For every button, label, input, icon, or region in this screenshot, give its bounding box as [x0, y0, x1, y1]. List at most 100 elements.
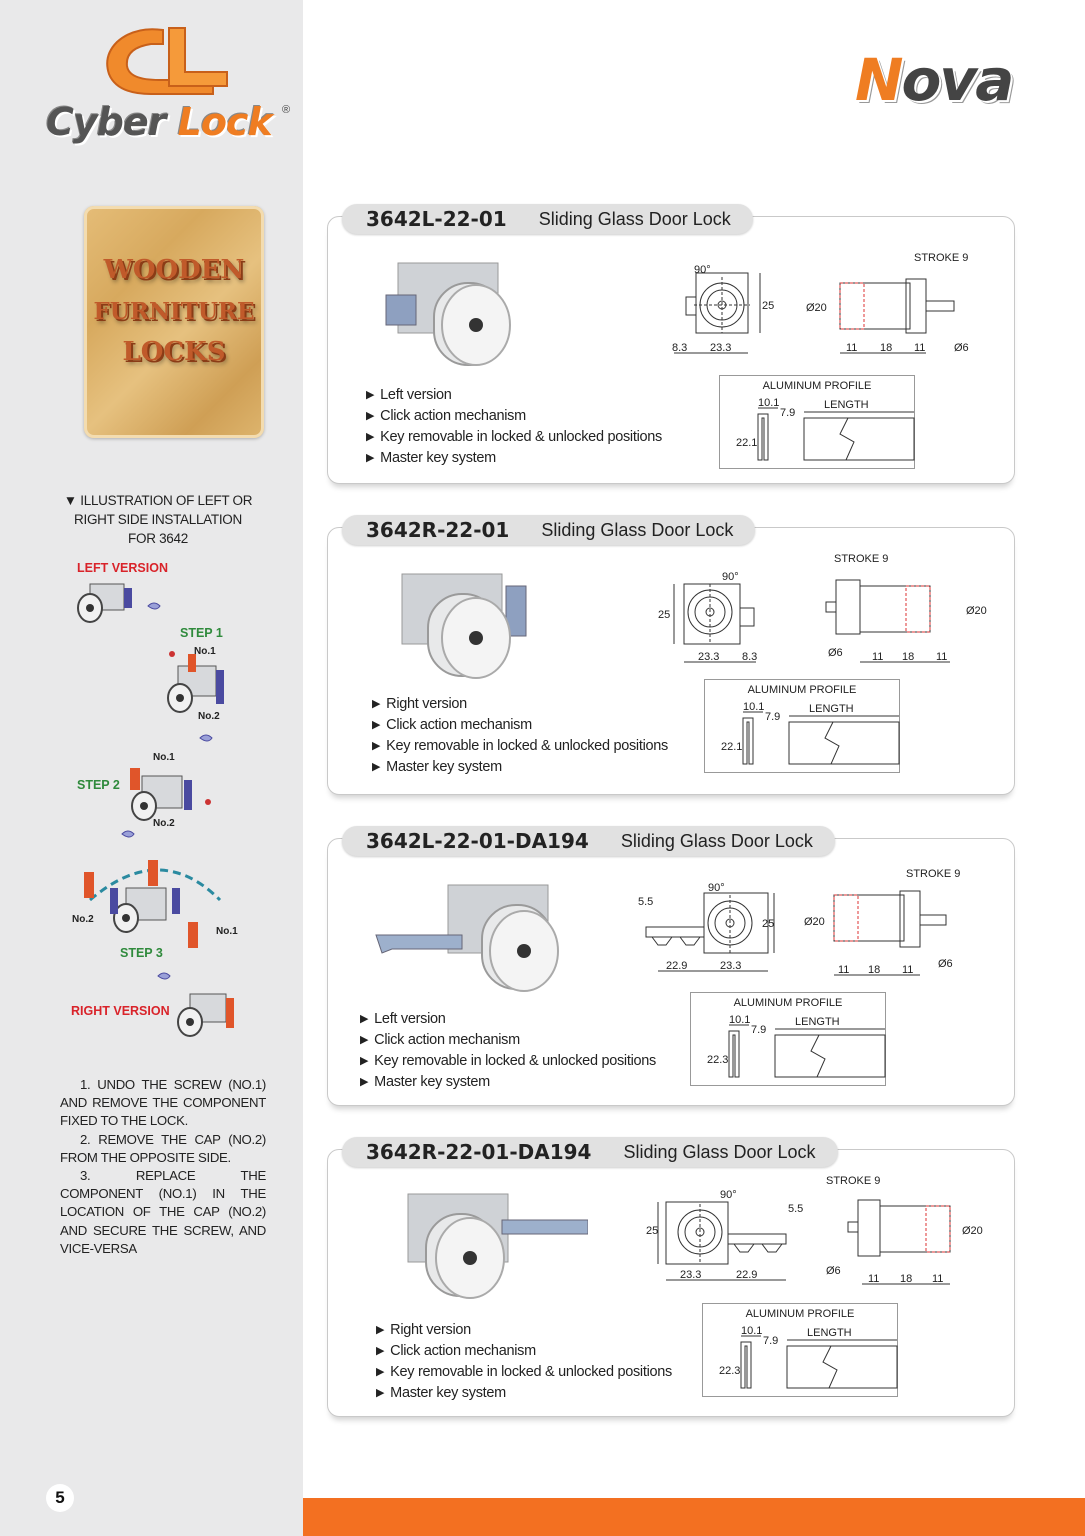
- dim-angle: 90°: [720, 1189, 737, 1201]
- step2-lock-icon: [121, 768, 211, 838]
- lock-photo: [385, 262, 511, 366]
- feature-list: Right version Click action mechanism Key…: [376, 1320, 672, 1404]
- product-code: 3642R-22-01-DA194: [366, 1140, 592, 1164]
- technical-drawing: 90° 5.5 25 23.3 22.9 STROKE 9 Ø20 Ø6 11 …: [646, 1175, 983, 1285]
- step3-lock-icon: [84, 860, 222, 980]
- dim-diameter: Ø20: [804, 916, 825, 928]
- feature-list: Left version Click action mechanism Key …: [366, 385, 662, 469]
- dim-s1: 11: [872, 651, 883, 663]
- profile-dim-h: 22.3: [707, 1054, 728, 1066]
- product-card-1: 3642L-22-01 Sliding Glass Door Lock Left…: [327, 204, 1015, 484]
- profile-dim-h: 22.1: [721, 741, 742, 753]
- dim-pin: Ø6: [938, 958, 953, 970]
- dim-height: 25: [646, 1225, 658, 1237]
- feature-item: Key removable in locked & unlocked posit…: [372, 736, 668, 757]
- dim-diameter: Ø20: [966, 605, 987, 617]
- aluminum-profile-box: ALUMINUM PROFILE 10.1 7.9 22.3 LENGTH: [690, 992, 886, 1086]
- logo-wordmark: Cyber Lock: [46, 100, 273, 144]
- logo-mark-icon: [106, 27, 228, 95]
- instruction-2: 2. REMOVE THE CAP (NO.2) FROM THE OPPOSI…: [60, 1131, 266, 1165]
- step3-no1-label: No.1: [216, 926, 238, 937]
- profile-dim-b: 7.9: [780, 407, 795, 419]
- feature-item: Click action mechanism: [360, 1030, 656, 1051]
- profile-dim-b: 7.9: [765, 711, 780, 723]
- step1-no1-label: No.1: [194, 646, 216, 657]
- footer-bar: [303, 1498, 1085, 1536]
- step2-no2-label: No.2: [153, 818, 175, 829]
- step1-lock-icon: [167, 651, 224, 742]
- left-version-lock-icon: [77, 583, 161, 623]
- product-header: 3642R-22-01-DA194 Sliding Glass Door Loc…: [342, 1137, 838, 1167]
- dim-s2: 18: [880, 342, 892, 354]
- profile-dim-h: 22.1: [736, 437, 757, 449]
- step1-no2-label: No.2: [198, 711, 220, 722]
- dim-s2: 18: [902, 651, 914, 663]
- product-description: Sliding Glass Door Lock: [541, 519, 734, 540]
- product-header: 3642R-22-01 Sliding Glass Door Lock: [342, 515, 756, 545]
- dim-w2: 23.3: [720, 960, 741, 972]
- profile-title: ALUMINUM PROFILE: [733, 997, 843, 1009]
- dim-s3: 11: [932, 1273, 943, 1285]
- nova-brand-logo: Nova: [855, 46, 1014, 114]
- dim-s2: 18: [868, 964, 880, 976]
- wooden-furniture-locks-badge: WOODEN FURNITURE LOCKS: [84, 206, 264, 438]
- dim-height: 25: [762, 918, 774, 930]
- dim-pin: Ø6: [826, 1265, 841, 1277]
- product-description: Sliding Glass Door Lock: [620, 830, 813, 851]
- dim-pin: Ø6: [954, 342, 969, 354]
- feature-item: Master key system: [360, 1072, 656, 1093]
- dim-s3: 11: [914, 342, 925, 354]
- left-sidebar: Cyber Lock ® WOODEN FURNITURE LOCKS ▼ IL…: [0, 0, 303, 1536]
- product-card-4: 3642R-22-01-DA194 Sliding Glass Door Loc…: [327, 1137, 1015, 1417]
- dim-stroke: STROKE 9: [826, 1175, 880, 1187]
- dim-w2: 8.3: [742, 651, 757, 663]
- product-code: 3642L-22-01: [366, 207, 507, 231]
- profile-drawing: 10.1 7.9 22.3 LENGTH: [707, 1014, 886, 1078]
- illustration-title: ▼ ILLUSTRATION OF LEFT OR RIGHT SIDE INS…: [63, 493, 253, 546]
- profile-dim-h: 22.3: [719, 1365, 740, 1377]
- profile-length: LENGTH: [807, 1327, 852, 1339]
- feature-item: Master key system: [366, 448, 662, 469]
- feature-item: Key removable in locked & unlocked posit…: [376, 1362, 672, 1383]
- technical-drawing: 90° 25 23.3 8.3 STROKE 9 Ø20 Ø6 11 18 11: [658, 553, 987, 663]
- profile-title: ALUMINUM PROFILE: [745, 1308, 855, 1320]
- step3-label: STEP 3: [120, 946, 163, 960]
- dim-s1: 11: [838, 964, 849, 976]
- wood-line-2: FURNITURE: [93, 298, 255, 325]
- dim-height: 25: [762, 300, 774, 312]
- dim-w1: 23.3: [680, 1269, 701, 1281]
- profile-length: LENGTH: [824, 399, 869, 411]
- product-description: Sliding Glass Door Lock: [623, 1141, 816, 1162]
- wood-line-1: WOODEN: [103, 255, 245, 285]
- lock-photo: [401, 573, 527, 679]
- dim-stroke: STROKE 9: [834, 553, 888, 565]
- product-description: Sliding Glass Door Lock: [538, 208, 731, 229]
- technical-drawing: 90° 5.5 25 22.9 23.3 STROKE 9 Ø20 Ø6 11 …: [638, 868, 960, 976]
- dim-height: 25: [658, 609, 670, 621]
- profile-dim-a: 10.1: [758, 397, 779, 409]
- cyber-lock-logo: Cyber Lock ®: [40, 22, 300, 157]
- feature-list: Left version Click action mechanism Key …: [360, 1009, 656, 1093]
- dim-s1: 11: [868, 1273, 879, 1285]
- dim-w1: 22.9: [666, 960, 687, 972]
- profile-dim-a: 10.1: [741, 1325, 762, 1337]
- dim-angle: 90°: [708, 882, 725, 894]
- installation-instructions: 1. UNDO THE SCREW (NO.1) AND REMOVE THE …: [60, 1076, 266, 1258]
- product-code: 3642R-22-01: [366, 518, 510, 542]
- profile-drawing: 10.1 7.9 22.1 LENGTH: [736, 397, 915, 461]
- dim-s1: 11: [846, 342, 857, 354]
- dim-diameter: Ø20: [962, 1225, 983, 1237]
- dim-w2: 22.9: [736, 1269, 757, 1281]
- profile-length: LENGTH: [795, 1016, 840, 1028]
- dim-w1: 8.3: [672, 342, 687, 354]
- dim-pin: Ø6: [828, 647, 843, 659]
- dim-s2: 18: [900, 1273, 912, 1285]
- lock-photo: [375, 884, 559, 992]
- feature-item: Left version: [360, 1009, 656, 1030]
- feature-item: Click action mechanism: [376, 1341, 672, 1362]
- aluminum-profile-box: ALUMINUM PROFILE 10.1 7.9 22.1 LENGTH: [704, 679, 900, 773]
- dim-stroke: STROKE 9: [906, 868, 960, 880]
- profile-length: LENGTH: [809, 703, 854, 715]
- right-version-lock-icon: [177, 993, 234, 1037]
- profile-drawing: 10.1 7.9 22.3 LENGTH: [719, 1325, 898, 1389]
